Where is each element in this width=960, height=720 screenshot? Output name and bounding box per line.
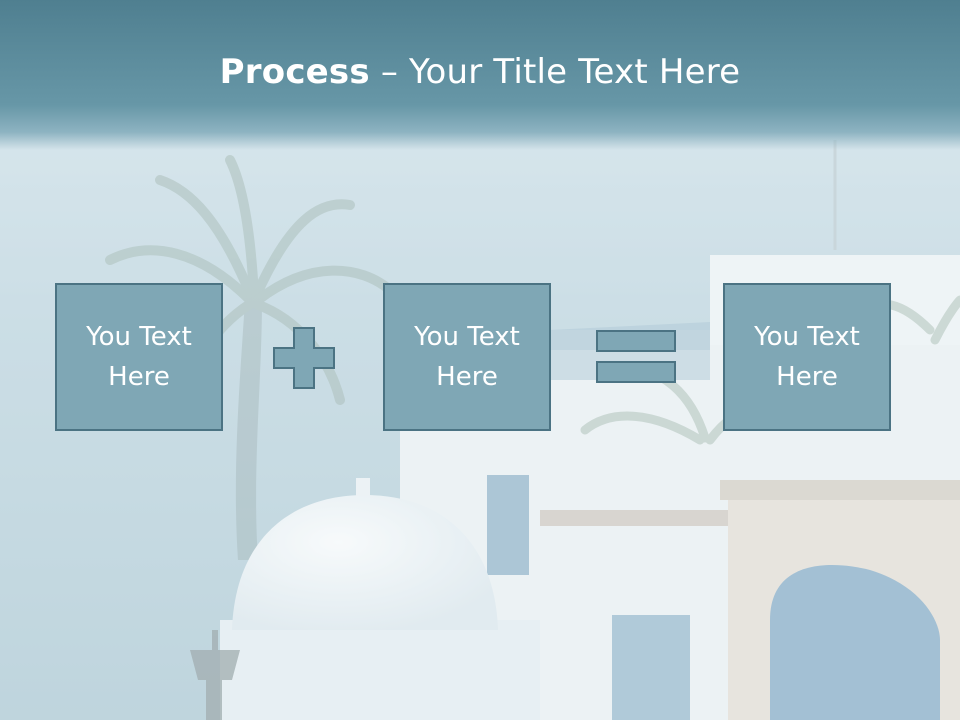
title-rest: Your Title Text Here [409,52,741,92]
process-box-3-text: You Text Here [754,322,860,392]
title-separator: – [369,52,410,92]
process-box-1-text: You Text Here [86,322,192,392]
process-box-2-text: You Text Here [414,322,520,392]
plus-icon [273,327,335,389]
title-band [0,0,960,150]
equals-icon [596,330,676,383]
title-bold: Process [219,52,370,92]
white-dome [220,478,540,720]
slide-title: Process – Your Title Text Here [0,52,960,92]
street-lamp [190,630,240,720]
process-box-3[interactable]: You Text Here [723,283,891,431]
process-box-2[interactable]: You Text Here [383,283,551,431]
process-box-1[interactable]: You Text Here [55,283,223,431]
